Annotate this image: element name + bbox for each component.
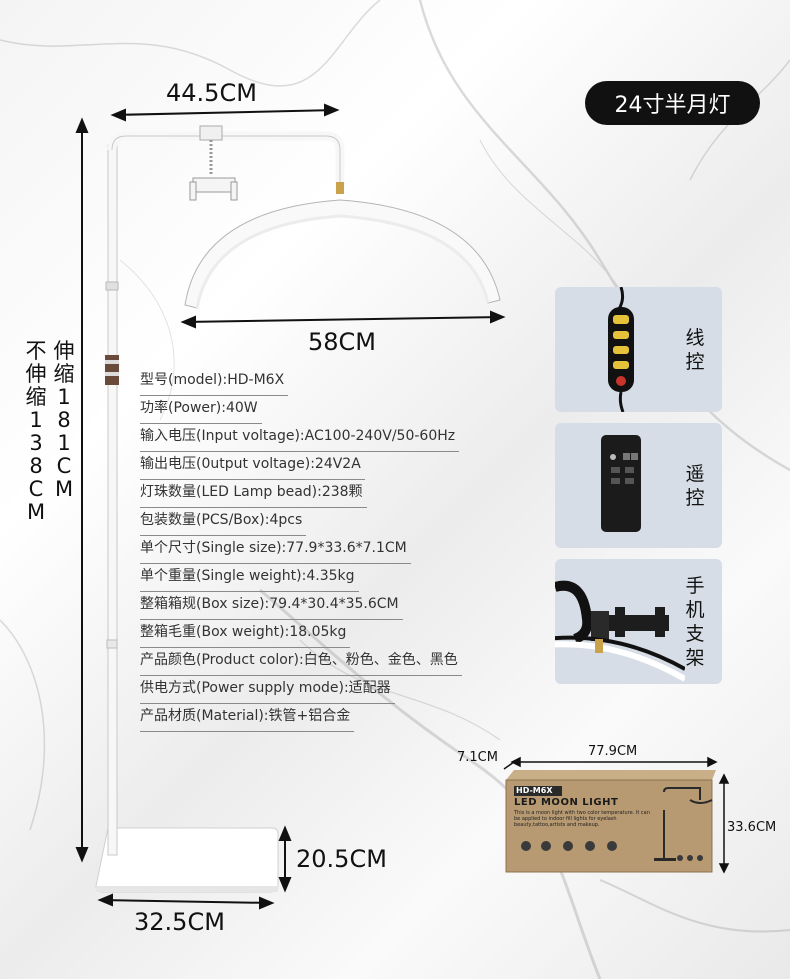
height-retracted-label: 不伸缩138CM [25,339,47,524]
feature-card-inline-control: 线控 [555,287,722,412]
spec-item-box-size: 整箱箱规(Box size):79.4*30.4*35.6CM [140,592,403,620]
spec-item-single-weight: 单个重量(Single weight):4.35kg [140,564,359,592]
feature-card-remote: 遥控 [555,423,722,548]
feature-card-phone-holder: 手机支架 [555,559,722,684]
phone-holder-icon [555,580,687,682]
box-title: LED MOON LIGHT [514,797,619,808]
spec-item-output-voltage: 输出电压(0utput voltage):24V2A [140,452,365,480]
spec-item-model: 型号(model):HD-M6X [140,368,289,396]
spec-item-power: 功率(Power):40W [140,396,262,424]
arm-width-label: 44.5CM [166,79,257,107]
spec-item-single-size: 单个尺寸(Single size):77.9*33.6*7.1CM [140,536,411,564]
product-badge: 24寸半月灯 [585,81,760,125]
spec-item-color: 产品颜色(Product color):白色、粉色、金色、黑色 [140,648,462,676]
box-description: This is a moon light with two color temp… [514,810,650,828]
spec-item-led-beads: 灯珠数量(LED Lamp bead):238颗 [140,480,367,508]
spec-list: 型号(model):HD-M6X 功率(Power):40W 输入电压(Inpu… [140,368,462,732]
feature-label-phone-holder: 手机支架 [685,574,705,669]
feature-label-remote: 遥控 [685,462,705,509]
base-width-label: 32.5CM [134,908,225,936]
spec-item-pcs-box: 包装数量(PCS/Box):4pcs [140,508,307,536]
spec-item-box-weight: 整箱毛重(Box weight):18.05kg [140,620,351,648]
height-extended-label: 伸缩181CM [53,339,75,501]
spec-item-power-supply: 供电方式(Power supply mode):适配器 [140,676,395,704]
spec-item-input-voltage: 输入电压(Input voltage):AC100-240V/50-60Hz [140,424,460,452]
spec-item-material: 产品材质(Material):铁管+铝合金 [140,704,355,732]
remote-control-icon [601,435,641,532]
lamp-width-label: 58CM [308,328,377,356]
feature-label-inline-control: 线控 [685,326,705,373]
box-height-label: 33.6CM [727,820,777,835]
box-model-tag: HD-M6X [516,786,553,795]
box-length-label: 77.9CM [588,744,638,759]
inline-controller-icon [608,287,634,412]
box-depth-label: 7.1CM [457,750,498,765]
base-height-label: 20.5CM [296,845,387,873]
